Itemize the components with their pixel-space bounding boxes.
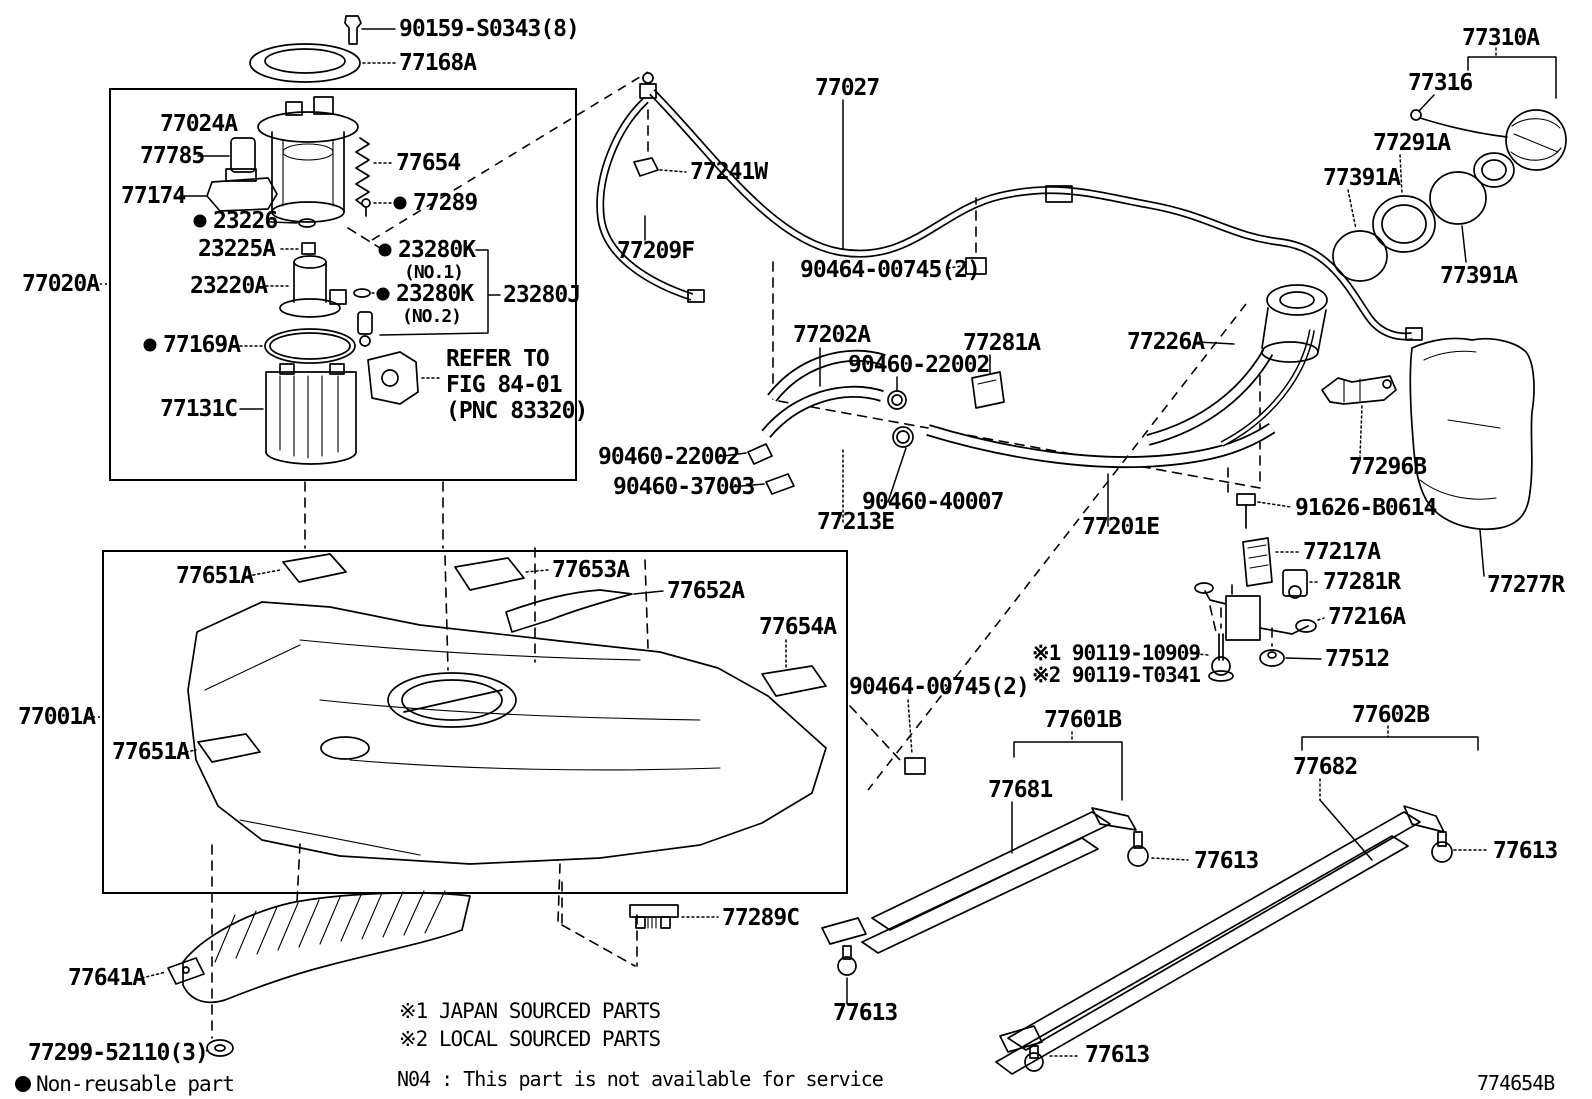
part-label: 77652A	[667, 578, 745, 604]
fuel-tank-box	[102, 550, 848, 894]
part-label: 77613	[1194, 848, 1258, 874]
fuel-pump-module-drawing	[179, 15, 501, 465]
part-labels-layer: 90159-S0343(8) 77168A 77024A 77785 77654 7717…	[15, 16, 1566, 1096]
pump-assembly-box	[109, 88, 577, 481]
part-label: 23280K	[398, 237, 476, 263]
reference-boxes	[88, 88, 848, 894]
part-label: (NO.1)	[404, 262, 463, 283]
part-label: 90460-22002	[598, 444, 739, 470]
part-label: 23226	[213, 208, 277, 234]
part-label: 77653A	[552, 557, 630, 583]
part-label: 90464-00745(2)	[800, 257, 980, 283]
part-label: 77681	[988, 777, 1052, 803]
part-label: N04 : This part is not available for ser…	[397, 1067, 883, 1091]
valve-77289C-drawing	[561, 881, 719, 967]
non-reusable-dot	[15, 1076, 31, 1092]
part-label: 90460-22002	[848, 352, 989, 378]
part-label: 77291A	[1373, 130, 1451, 156]
fuel-tank-drawing	[185, 481, 827, 923]
part-label: 23280K	[396, 281, 474, 307]
part-label: (NO.2)	[402, 306, 461, 327]
part-label: 77024A	[160, 111, 238, 137]
part-label: 23280J	[503, 282, 580, 308]
tank-band-drawings	[821, 699, 1489, 1075]
part-label: 77296B	[1349, 454, 1427, 480]
part-label: 77613	[1493, 838, 1557, 864]
part-label: ※1 90119-10909	[1032, 641, 1200, 665]
part-label: 77601B	[1044, 707, 1122, 733]
part-label: 774654B	[1477, 1071, 1555, 1095]
part-label: 77391A	[1323, 165, 1401, 191]
part-label: 77209F	[617, 238, 694, 264]
part-label: 90464-00745(2)	[849, 674, 1029, 700]
part-label: 77512	[1325, 646, 1389, 672]
part-label: 91626-B0614	[1295, 495, 1436, 521]
non-reusable-dot	[378, 243, 392, 257]
part-label: 77391A	[1440, 263, 1518, 289]
part-label: 77289C	[722, 905, 799, 931]
part-label: 77281A	[963, 330, 1041, 356]
part-label: 77027	[815, 75, 879, 101]
fuel-tube-drawings	[371, 71, 1423, 489]
part-label: 77226A	[1127, 329, 1205, 355]
part-label: 77310A	[1462, 25, 1540, 51]
part-label: 77316	[1408, 70, 1472, 96]
part-label: REFER TO	[446, 346, 549, 372]
part-label: 77289	[413, 190, 477, 216]
part-label: ※2 90119-T0341	[1032, 663, 1200, 687]
part-label: 77654A	[759, 614, 837, 640]
part-label: 90460-37003	[613, 474, 754, 500]
part-label: 77299-52110(3)	[28, 1040, 208, 1066]
part-label: 77020A	[22, 271, 100, 297]
non-reusable-dot	[193, 214, 207, 228]
filler-pipe-drawing	[715, 284, 1328, 791]
part-label: 77654	[396, 150, 460, 176]
part-label: 77174	[121, 183, 185, 209]
part-label: 77241W	[690, 159, 768, 185]
non-reusable-dot	[143, 338, 157, 352]
part-label: (PNC 83320)	[446, 398, 587, 424]
part-label: 77602B	[1352, 702, 1430, 728]
part-label: 77785	[140, 143, 204, 169]
part-label: 77277R	[1487, 572, 1565, 598]
non-reusable-dot	[376, 287, 390, 301]
part-label: 90159-S0343(8)	[399, 16, 579, 42]
part-label: 77001A	[18, 704, 96, 730]
part-label: 23225A	[198, 236, 276, 262]
part-label: 77651A	[176, 563, 254, 589]
part-label: 77641A	[68, 965, 146, 991]
part-label: 77281R	[1323, 569, 1401, 595]
part-label: 77202A	[793, 322, 871, 348]
part-label: 77201E	[1082, 514, 1159, 540]
part-label: 77217A	[1303, 539, 1381, 565]
part-label: 77613	[1085, 1042, 1149, 1068]
part-label: 77168A	[399, 50, 477, 76]
part-label: 77216A	[1328, 604, 1406, 630]
non-reusable-dot	[393, 196, 407, 210]
part-label: 77213E	[817, 509, 894, 535]
part-label: 77651A	[112, 739, 190, 765]
part-label: Non-reusable part	[36, 1072, 234, 1096]
filler-bracket-parts-drawing	[1185, 337, 1535, 682]
part-label: 77613	[833, 1000, 897, 1026]
tank-protector-drawing	[141, 844, 471, 1057]
part-label: 77131C	[160, 396, 237, 422]
fuel-cap-drawing	[1332, 47, 1567, 282]
part-label: 90460-40007	[862, 489, 1003, 515]
part-label: FIG 84-01	[446, 372, 562, 398]
part-label: 77682	[1293, 754, 1357, 780]
part-label: ※1 JAPAN SOURCED PARTS	[399, 999, 660, 1023]
part-label: 77169A	[163, 332, 241, 358]
part-label: 23220A	[190, 273, 268, 299]
part-label: ※2 LOCAL SOURCED PARTS	[399, 1027, 660, 1051]
